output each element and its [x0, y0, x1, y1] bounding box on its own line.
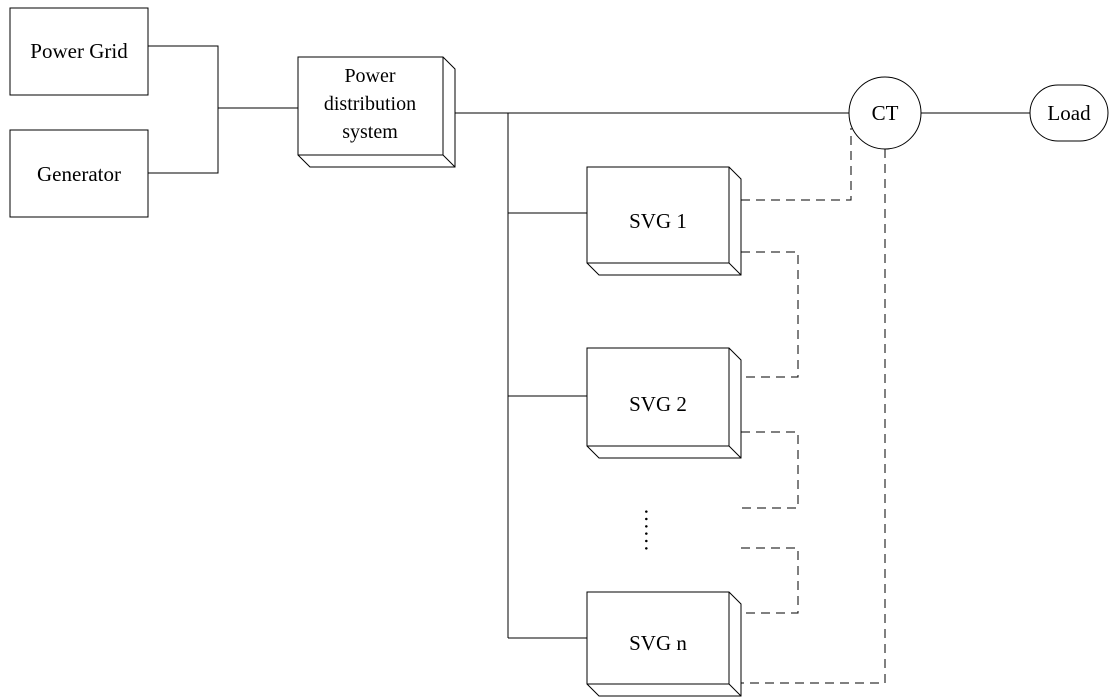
svg1-svg2-signal — [741, 251, 799, 378]
ct-svg1-signal — [741, 128, 852, 201]
grid-wire — [148, 45, 219, 174]
svgn-label: SVG n — [629, 631, 687, 655]
power-distribution-label-line1: Power — [344, 65, 395, 87]
load-node: Load — [1029, 84, 1109, 142]
load-label: Load — [1047, 101, 1091, 125]
generator-label: Generator — [37, 162, 121, 186]
power-distribution-node: Power distribution system — [297, 56, 456, 168]
power-grid-label: Power Grid — [30, 39, 128, 63]
svg2-ellipsis-signal — [741, 431, 799, 509]
svg1-label: SVG 1 — [629, 209, 687, 233]
power-distribution-label-line2: distribution — [324, 93, 416, 115]
generator-node: Generator — [9, 129, 149, 218]
svg2-node: SVG 2 — [586, 347, 742, 459]
ct-node: CT — [848, 76, 922, 150]
ct-label: CT — [872, 101, 899, 125]
power-grid-node: Power Grid — [9, 7, 149, 96]
svg1-node: SVG 1 — [586, 166, 742, 276]
svgn-node: SVG n — [586, 591, 742, 697]
svg2-label: SVG 2 — [629, 392, 687, 416]
ct-svgn-signal — [741, 149, 886, 684]
ellipsis-svgn-signal — [741, 547, 799, 614]
ellipsis-label: …… — [640, 508, 665, 552]
power-distribution-label-line3: system — [342, 121, 398, 143]
